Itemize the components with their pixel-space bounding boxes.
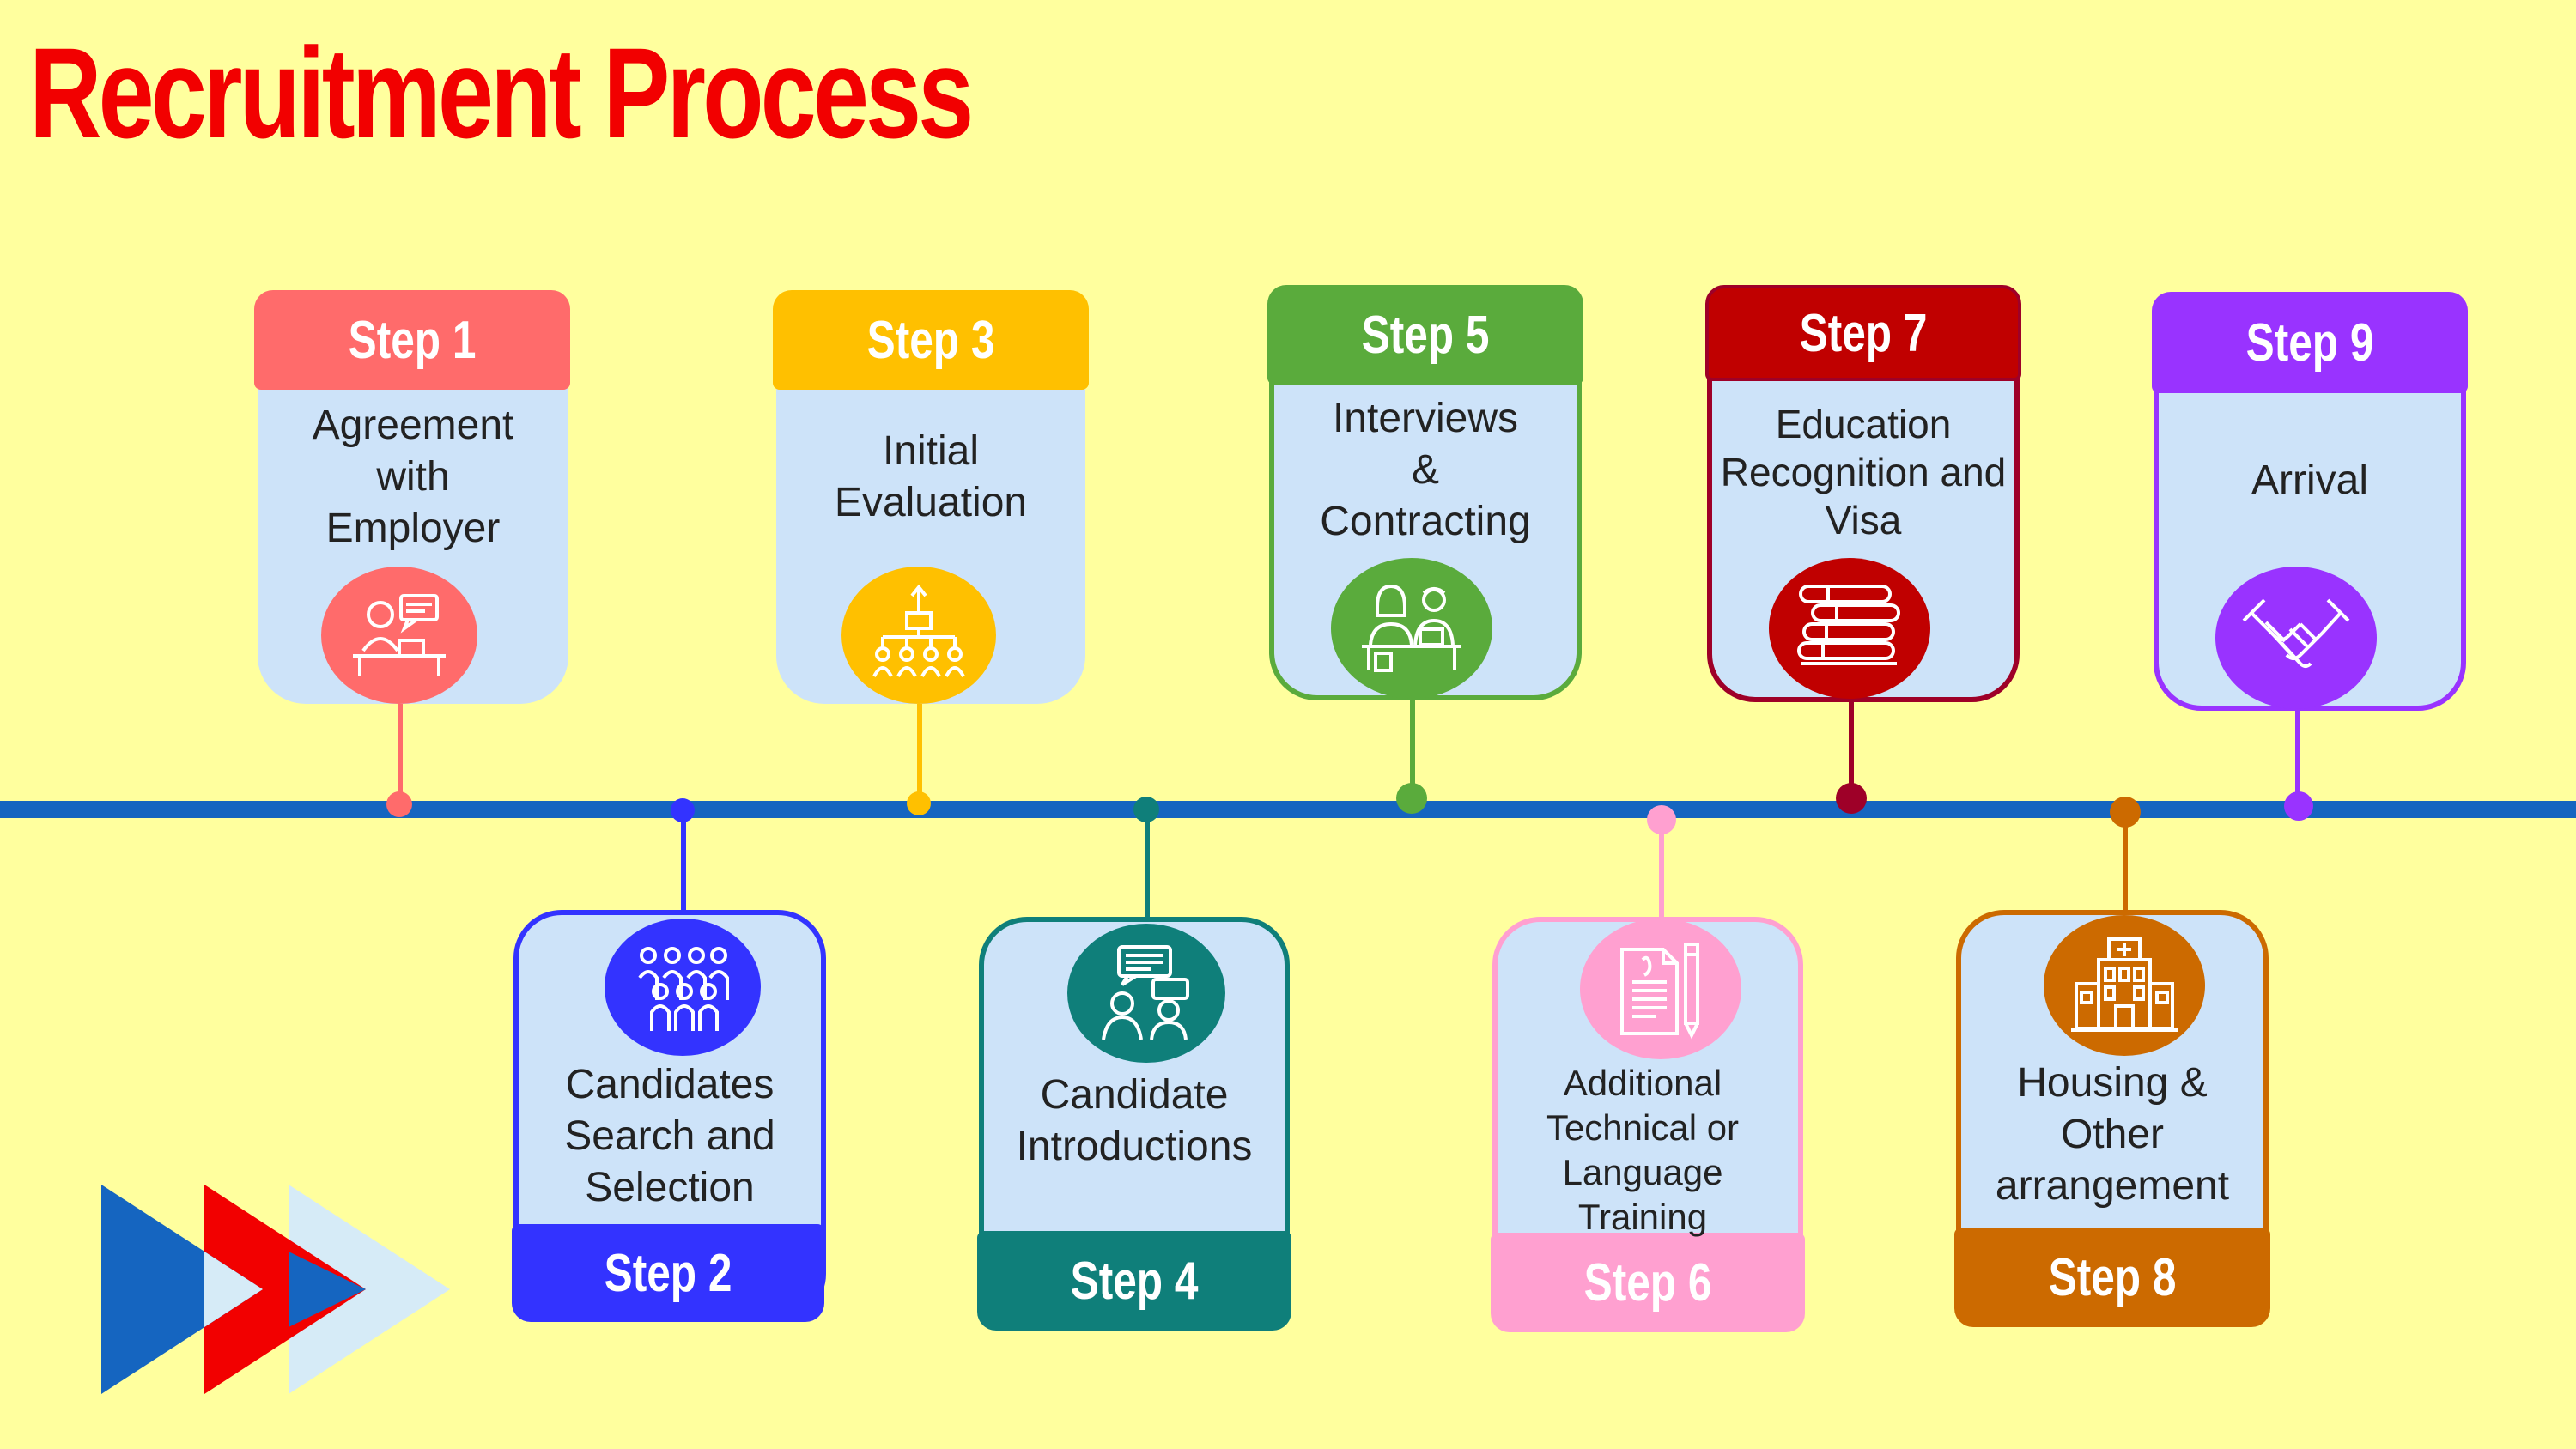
step-4-label: Step 4 [977, 1231, 1291, 1331]
step-4-timeline-dot [1133, 797, 1159, 822]
step-1-label: Step 1 [254, 290, 570, 390]
step-7-label: Step 7 [1705, 285, 2021, 381]
step-6-timeline-dot [1647, 805, 1676, 834]
step-9-label: Step 9 [2152, 292, 2468, 393]
books-stack-icon [1769, 558, 1930, 699]
step-6-description: Additional Technical or Language Trainin… [1546, 1063, 1740, 1237]
step-2-timeline-dot [671, 798, 695, 822]
step-1-description: Agreement with Employer [312, 403, 514, 551]
step-9-connector [2295, 704, 2300, 805]
step-2-description: Candidates Search and Selection [564, 1062, 775, 1210]
step-3-description: Initial Evaluation [834, 428, 1028, 525]
step-5-description: Interviews & Contracting [1320, 396, 1531, 544]
step-5-connector [1410, 697, 1415, 800]
step-6-connector [1659, 815, 1664, 919]
step-2-label: Step 2 [512, 1224, 824, 1322]
handshake-icon [2215, 567, 2377, 709]
step-1-timeline-dot [386, 791, 412, 817]
step-3-timeline-dot [907, 791, 931, 815]
step-8-description: Housing & Other arrangement [1995, 1060, 2230, 1209]
step-3-connector [917, 702, 922, 805]
candidates-group-icon [605, 919, 761, 1056]
step-9-description: Arrival [2251, 458, 2368, 503]
step-7-timeline-dot [1836, 783, 1867, 814]
hierarchy-evaluation-icon [841, 567, 996, 704]
building-icon [2044, 915, 2205, 1056]
step-4-connector [1145, 811, 1150, 919]
step-7-connector [1849, 697, 1854, 800]
step-8-timeline-dot [2110, 797, 2141, 828]
step-3-label: Step 3 [773, 290, 1089, 390]
step-9-timeline-dot [2284, 791, 2313, 821]
interview-table-icon [1331, 558, 1492, 699]
timeline-line [0, 801, 2576, 818]
step-4-description: Candidate Introductions [1016, 1072, 1253, 1169]
step-6-label: Step 6 [1491, 1233, 1805, 1332]
step-8-label: Step 8 [1954, 1228, 2270, 1327]
employer-desk-icon [321, 567, 477, 704]
step-5-label: Step 5 [1267, 285, 1583, 385]
forward-arrows-logo [101, 1185, 462, 1398]
document-pencil-icon [1580, 919, 1741, 1059]
page-title: Recruitment Process [29, 21, 974, 165]
conversation-people-icon [1067, 924, 1225, 1063]
step-2-connector [681, 811, 686, 914]
step-7-description: Education Recognition and Visa [1720, 402, 2007, 543]
step-1-connector [398, 702, 403, 805]
step-8-connector [2123, 811, 2128, 919]
step-5-timeline-dot [1396, 783, 1427, 814]
